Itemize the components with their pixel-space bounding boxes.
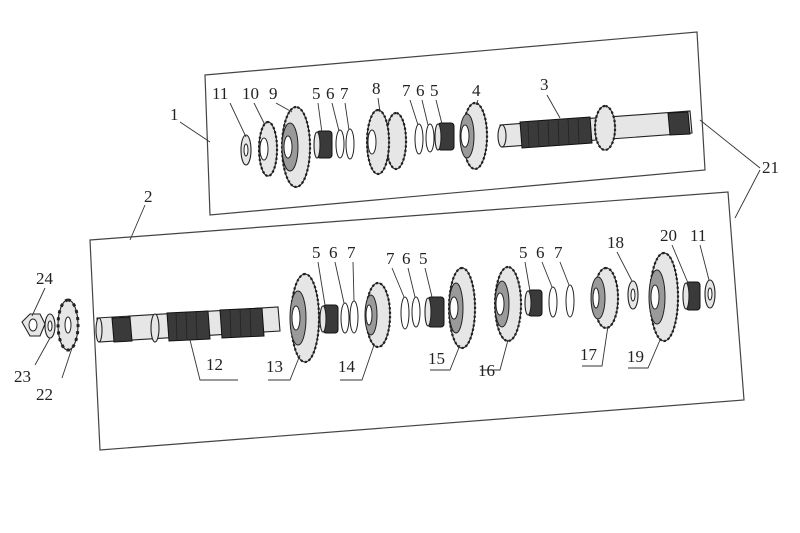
washer-part-7-lower-right <box>565 284 575 318</box>
callout-6-lower-left: 6 <box>329 243 338 262</box>
callout-17: 17 <box>580 345 598 364</box>
callout-10: 10 <box>242 84 259 103</box>
bearing-part-5-lower-right <box>524 289 543 317</box>
callout-12: 12 <box>206 355 223 374</box>
lower-shaft-assembly <box>95 251 716 364</box>
washer-part-6-lower-middle <box>411 296 421 328</box>
lock-washer-part-23 <box>44 313 56 339</box>
washer-part-11-upper <box>240 134 252 166</box>
gear-part-4 <box>459 101 489 171</box>
callout-24: 24 <box>36 269 54 288</box>
callout-22: 22 <box>36 385 53 404</box>
callout-6-upper-left: 6 <box>326 84 335 103</box>
callout-13: 13 <box>266 357 283 376</box>
gear-part-8 <box>365 108 408 176</box>
washer-part-6-upper-left <box>335 129 345 159</box>
gear-part-9 <box>280 105 312 189</box>
gear-part-10 <box>257 120 279 178</box>
nut-part-24 <box>21 313 46 337</box>
callout-5-upper-left: 5 <box>312 84 321 103</box>
gear-part-19 <box>648 251 680 343</box>
callout-5-lower-left: 5 <box>312 243 321 262</box>
gear-part-14 <box>364 281 392 349</box>
callout-18: 18 <box>607 233 624 252</box>
washer-part-7-lower-left <box>349 300 359 334</box>
callout-7-upper-left: 7 <box>340 84 349 103</box>
callout-7-lower-middle: 7 <box>386 249 395 268</box>
bearing-part-20 <box>682 281 701 311</box>
callout-5-upper-right: 5 <box>430 81 439 100</box>
callout-23: 23 <box>14 367 31 386</box>
callout-20: 20 <box>660 226 677 245</box>
bearing-part-5-upper-right <box>434 122 455 151</box>
washer-part-6-lower-right <box>548 286 558 318</box>
callout-11-upper: 11 <box>212 84 228 103</box>
sprocket-part-22 <box>56 298 80 352</box>
callout-9: 9 <box>269 84 278 103</box>
washer-part-18 <box>627 280 639 310</box>
callout-14: 14 <box>338 357 356 376</box>
callout-11-lower: 11 <box>690 226 706 245</box>
callout-19: 19 <box>627 347 644 366</box>
callout-6-lower-middle: 6 <box>402 249 411 268</box>
bearing-part-5-upper-left <box>313 130 333 159</box>
callout-8: 8 <box>372 79 381 98</box>
bearing-part-5-lower-middle <box>424 296 445 328</box>
gear-part-13 <box>289 272 321 364</box>
gear-part-15 <box>447 266 477 350</box>
callout-16: 16 <box>478 361 495 380</box>
mainshaft-part-12 <box>95 306 281 343</box>
washer-part-6-upper-right <box>425 123 435 153</box>
callout-7-upper-right: 7 <box>402 81 411 100</box>
leader-lines <box>31 94 761 381</box>
callout-7-lower-left: 7 <box>347 243 356 262</box>
callout-15: 15 <box>428 349 445 368</box>
callout-5-lower-right: 5 <box>519 243 528 262</box>
callout-6-lower-right: 6 <box>536 243 545 262</box>
washer-part-7-upper-right <box>414 123 424 155</box>
callout-21: 21 <box>762 158 779 177</box>
callout-4: 4 <box>472 81 481 100</box>
callout-7-lower-right: 7 <box>554 243 563 262</box>
washer-part-11-lower <box>704 279 716 309</box>
gear-part-16 <box>493 265 523 343</box>
upper-shaft-frame <box>204 31 706 216</box>
washer-part-6-lower-left <box>340 302 350 334</box>
washer-part-7-lower-middle <box>400 296 410 330</box>
callout-1: 1 <box>170 105 179 124</box>
upper-shaft-assembly <box>240 101 693 189</box>
washer-part-7-upper-left <box>345 128 355 160</box>
lower-shaft-frame <box>89 191 745 451</box>
callout-5-lower-middle: 5 <box>419 249 428 268</box>
callout-labels: 11 10 9 5 6 7 8 7 6 5 4 3 1 2 21 5 6 7 7… <box>14 75 779 404</box>
callout-2: 2 <box>144 187 153 206</box>
bearing-part-5-lower-left <box>319 304 339 334</box>
countershaft-part-3 <box>497 104 693 152</box>
callout-6-upper-right: 6 <box>416 81 425 100</box>
gear-part-17 <box>590 266 620 330</box>
callout-3: 3 <box>540 75 549 94</box>
